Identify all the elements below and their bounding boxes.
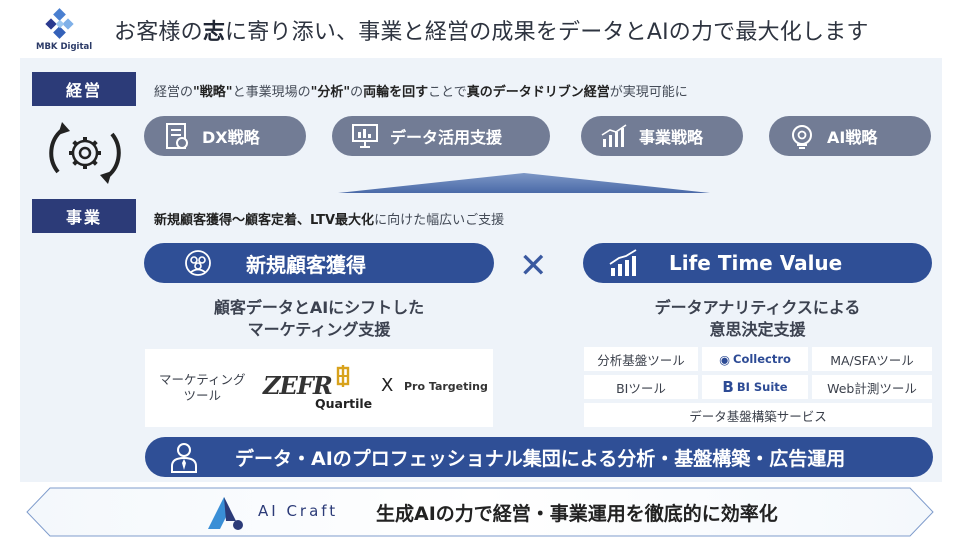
ai-craft-banner: AI Craft 生成AIの力で経営・事業運用を徹底的に効率化: [26, 487, 934, 537]
marketing-tools-label: マーケティング ツール: [159, 372, 246, 403]
cell-analysis-tool: 分析基盤ツール: [584, 347, 698, 371]
pill-ai-strategy: AI戦略: [769, 116, 931, 156]
bar-chart-icon: [597, 121, 631, 151]
left-pill-title: 新規顧客獲得: [246, 252, 366, 277]
marketing-tools-box: マーケティング ツール ZEFR Quartile X Pro Targetin…: [145, 349, 493, 427]
growth-chart-icon: [605, 248, 641, 278]
quartile-logo: Quartile: [315, 365, 373, 411]
right-pill-title: Life Time Value: [669, 251, 843, 275]
pill-data-utilization: データ活用支援: [332, 116, 550, 156]
customer-target-icon: [180, 248, 216, 278]
right-sub-line-1: データアナリティクスによる: [654, 298, 861, 317]
collectro-icon: ◉: [719, 351, 730, 367]
headline-text-1: お客様の: [114, 20, 203, 45]
quartile-text: Quartile: [315, 396, 373, 411]
pill-life-time-value: Life Time Value: [583, 243, 932, 283]
headline-bold: 志: [202, 20, 226, 45]
pill-business-strategy: 事業戦略: [581, 116, 743, 156]
mbk-logo-icon: [45, 8, 74, 39]
quartile-icon: [336, 365, 350, 387]
management-label: 経営: [32, 72, 136, 106]
ai-craft-frame: [26, 487, 934, 537]
times-icon: ✕: [519, 246, 548, 286]
pill-label: AI戦略: [827, 128, 878, 147]
right-sub-line-2: 意思決定支援: [709, 320, 806, 339]
pill-label: DX戦略: [202, 128, 260, 147]
headline: お客様の志に寄り添い、事業と経営の成果をデータとAIの力で最大化します: [114, 14, 869, 46]
businessperson-icon: [171, 443, 197, 473]
business-label: 事業: [32, 199, 136, 233]
left-sub-line-2: マーケティング支援: [247, 320, 391, 339]
cell-web-measurement: Web計測ツール: [812, 375, 932, 399]
brand-logo: MBK Digital: [36, 8, 96, 54]
cell-data-platform-service: データ基盤構築サービス: [584, 403, 932, 427]
professional-team-bar: データ・AIのプロフェッショナル集団による分析・基盤構築・広告運用: [145, 437, 933, 477]
pill-label: データ活用支援: [390, 128, 503, 147]
brand-name: MBK Digital: [36, 42, 93, 52]
document-chart-icon: [160, 121, 194, 151]
ai-head-icon: [785, 121, 819, 151]
ai-craft-name: AI Craft: [258, 502, 339, 520]
upward-arrow-band: [338, 173, 710, 193]
presentation-board-icon: [348, 121, 382, 151]
zefr-logo: ZEFR: [263, 371, 333, 400]
business-description: 新規顧客獲得〜顧客定着、LTV最大化に向けた幅広いご支援: [154, 213, 505, 228]
ai-craft-tagline: 生成AIの力で経営・事業運用を徹底的に効率化: [376, 503, 778, 525]
left-sub-line-1: 顧客データとAIにシフトした: [213, 298, 425, 317]
pill-dx-strategy: DX戦略: [144, 116, 306, 156]
cell-ma-sfa: MA/SFAツール: [812, 347, 932, 371]
collectro-text: Collectro: [733, 352, 791, 366]
x-logo: X: [381, 375, 394, 396]
cycle-gear-icon: [49, 122, 121, 184]
headline-text-2: に寄り添い、事業と経営の成果をデータとAIの力で最大化します: [225, 20, 869, 45]
left-subheading: 顧客データとAIにシフトした マーケティング支援: [144, 297, 494, 341]
professional-bar-text: データ・AIのプロフェッショナル集団による分析・基盤構築・広告運用: [235, 447, 846, 470]
right-subheading: データアナリティクスによる 意思決定支援: [583, 297, 932, 341]
pill-new-customer-acquisition: 新規顧客獲得: [144, 243, 494, 283]
pro-targeting-text: Pro Targeting: [404, 380, 488, 393]
cell-bi-tool: BIツール: [584, 375, 698, 399]
ai-craft-logo-icon: [208, 497, 243, 530]
bi-suite-text: BI Suite: [736, 380, 788, 394]
cell-collectro: ◉Collectro: [702, 347, 808, 371]
management-description: 経営の"戦略"と事業現場の"分析"の両輪を回すことで真のデータドリブン経営が実現…: [154, 85, 688, 100]
bi-suite-icon: B: [722, 378, 734, 396]
pill-label: 事業戦略: [639, 128, 704, 147]
